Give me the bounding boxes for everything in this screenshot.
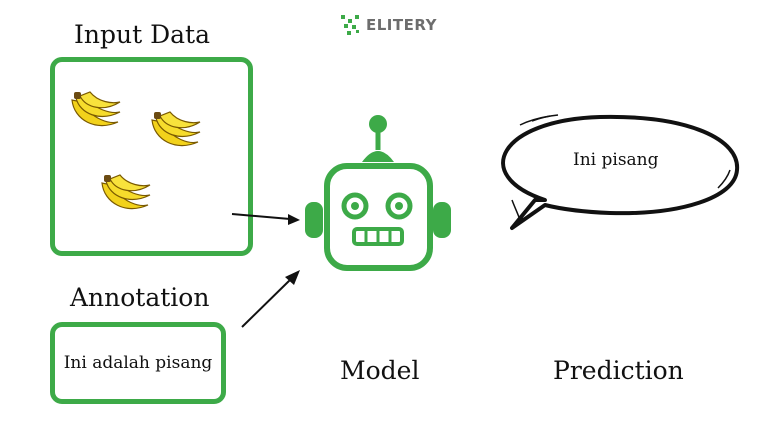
input-data-heading: Input Data: [74, 20, 210, 49]
annotation-heading: Annotation: [70, 283, 210, 312]
input-data-box: [50, 57, 253, 256]
annotation-text: Ini adalah pisang: [63, 353, 213, 373]
robot-icon: [305, 115, 451, 271]
banana-icon: [151, 111, 201, 147]
brand-name: ELITERY: [366, 16, 437, 34]
model-label: Model: [340, 356, 420, 385]
arrow-input-to-model: [231, 213, 300, 225]
elitery-logo-icon: [341, 15, 359, 35]
banana-icon: [101, 174, 151, 210]
banana-icon: [71, 91, 121, 127]
brand-logo: ELITERY: [340, 12, 437, 38]
annotation-box: Ini adalah pisang: [50, 322, 226, 404]
arrow-annotation-to-model: [241, 270, 300, 328]
speech-bubble: [501, 114, 740, 230]
prediction-label: Prediction: [553, 356, 684, 385]
prediction-text: Ini pisang: [573, 150, 659, 170]
